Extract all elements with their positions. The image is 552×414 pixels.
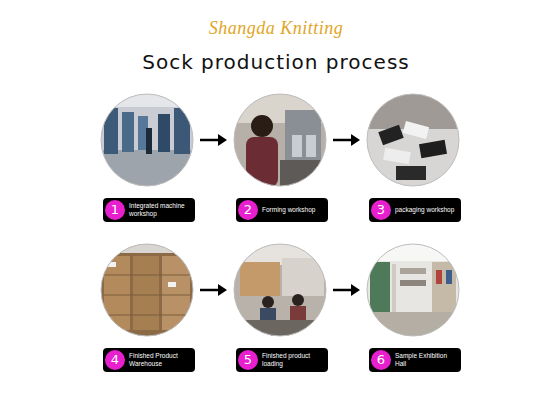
label-pill: 3packaging workshop [369, 198, 461, 222]
arrow-shaft [333, 289, 351, 292]
step-label: Integrated machine workshop [129, 198, 193, 222]
step-number: 1 [105, 200, 125, 220]
process-step: 5Finished product loading [230, 243, 330, 375]
packaging-photo [366, 93, 460, 187]
flow-arrow [333, 134, 360, 146]
arrow-head [351, 284, 360, 296]
step-number: 2 [238, 200, 258, 220]
process-step: 2Forming workshop [230, 93, 330, 225]
arrow-shaft [200, 139, 218, 142]
step-label: Sample Exhibition Hall [395, 348, 459, 372]
process-step: 3packaging workshop [363, 93, 463, 225]
step-label: packaging workshop [395, 198, 459, 222]
process-step: 6Sample Exhibition Hall [363, 243, 463, 375]
label-pill: 4Finished Product Warehouse [103, 348, 195, 372]
step-number: 6 [371, 350, 391, 370]
process-step: 1Integrated machine workshop [97, 93, 197, 225]
label-pill: 5Finished product loading [236, 348, 328, 372]
label-pill: 1Integrated machine workshop [103, 198, 195, 222]
step-label: Forming workshop [262, 198, 326, 222]
step-label: Finished Product Warehouse [129, 348, 193, 372]
label-pill: 6Sample Exhibition Hall [369, 348, 461, 372]
forming-photo [233, 93, 327, 187]
arrow-head [351, 134, 360, 146]
step-number: 4 [105, 350, 125, 370]
diagram-title: Sock production process [0, 50, 552, 74]
brand-logo: Shangda Knitting [0, 18, 552, 39]
warehouse-photo [100, 243, 194, 337]
arrow-head [218, 134, 227, 146]
flow-arrow [333, 284, 360, 296]
step-label: Finished product loading [262, 348, 326, 372]
label-pill: 2Forming workshop [236, 198, 328, 222]
flow-arrow [200, 134, 227, 146]
arrow-head [218, 284, 227, 296]
loading-photo [233, 243, 327, 338]
arrow-shaft [333, 139, 351, 142]
process-step: 4Finished Product Warehouse [97, 243, 197, 375]
flow-arrow [200, 284, 227, 296]
step-number: 3 [371, 200, 391, 220]
step-number: 5 [238, 350, 258, 370]
workshop-photo [100, 93, 194, 190]
showroom-photo [366, 243, 460, 337]
arrow-shaft [200, 289, 218, 292]
